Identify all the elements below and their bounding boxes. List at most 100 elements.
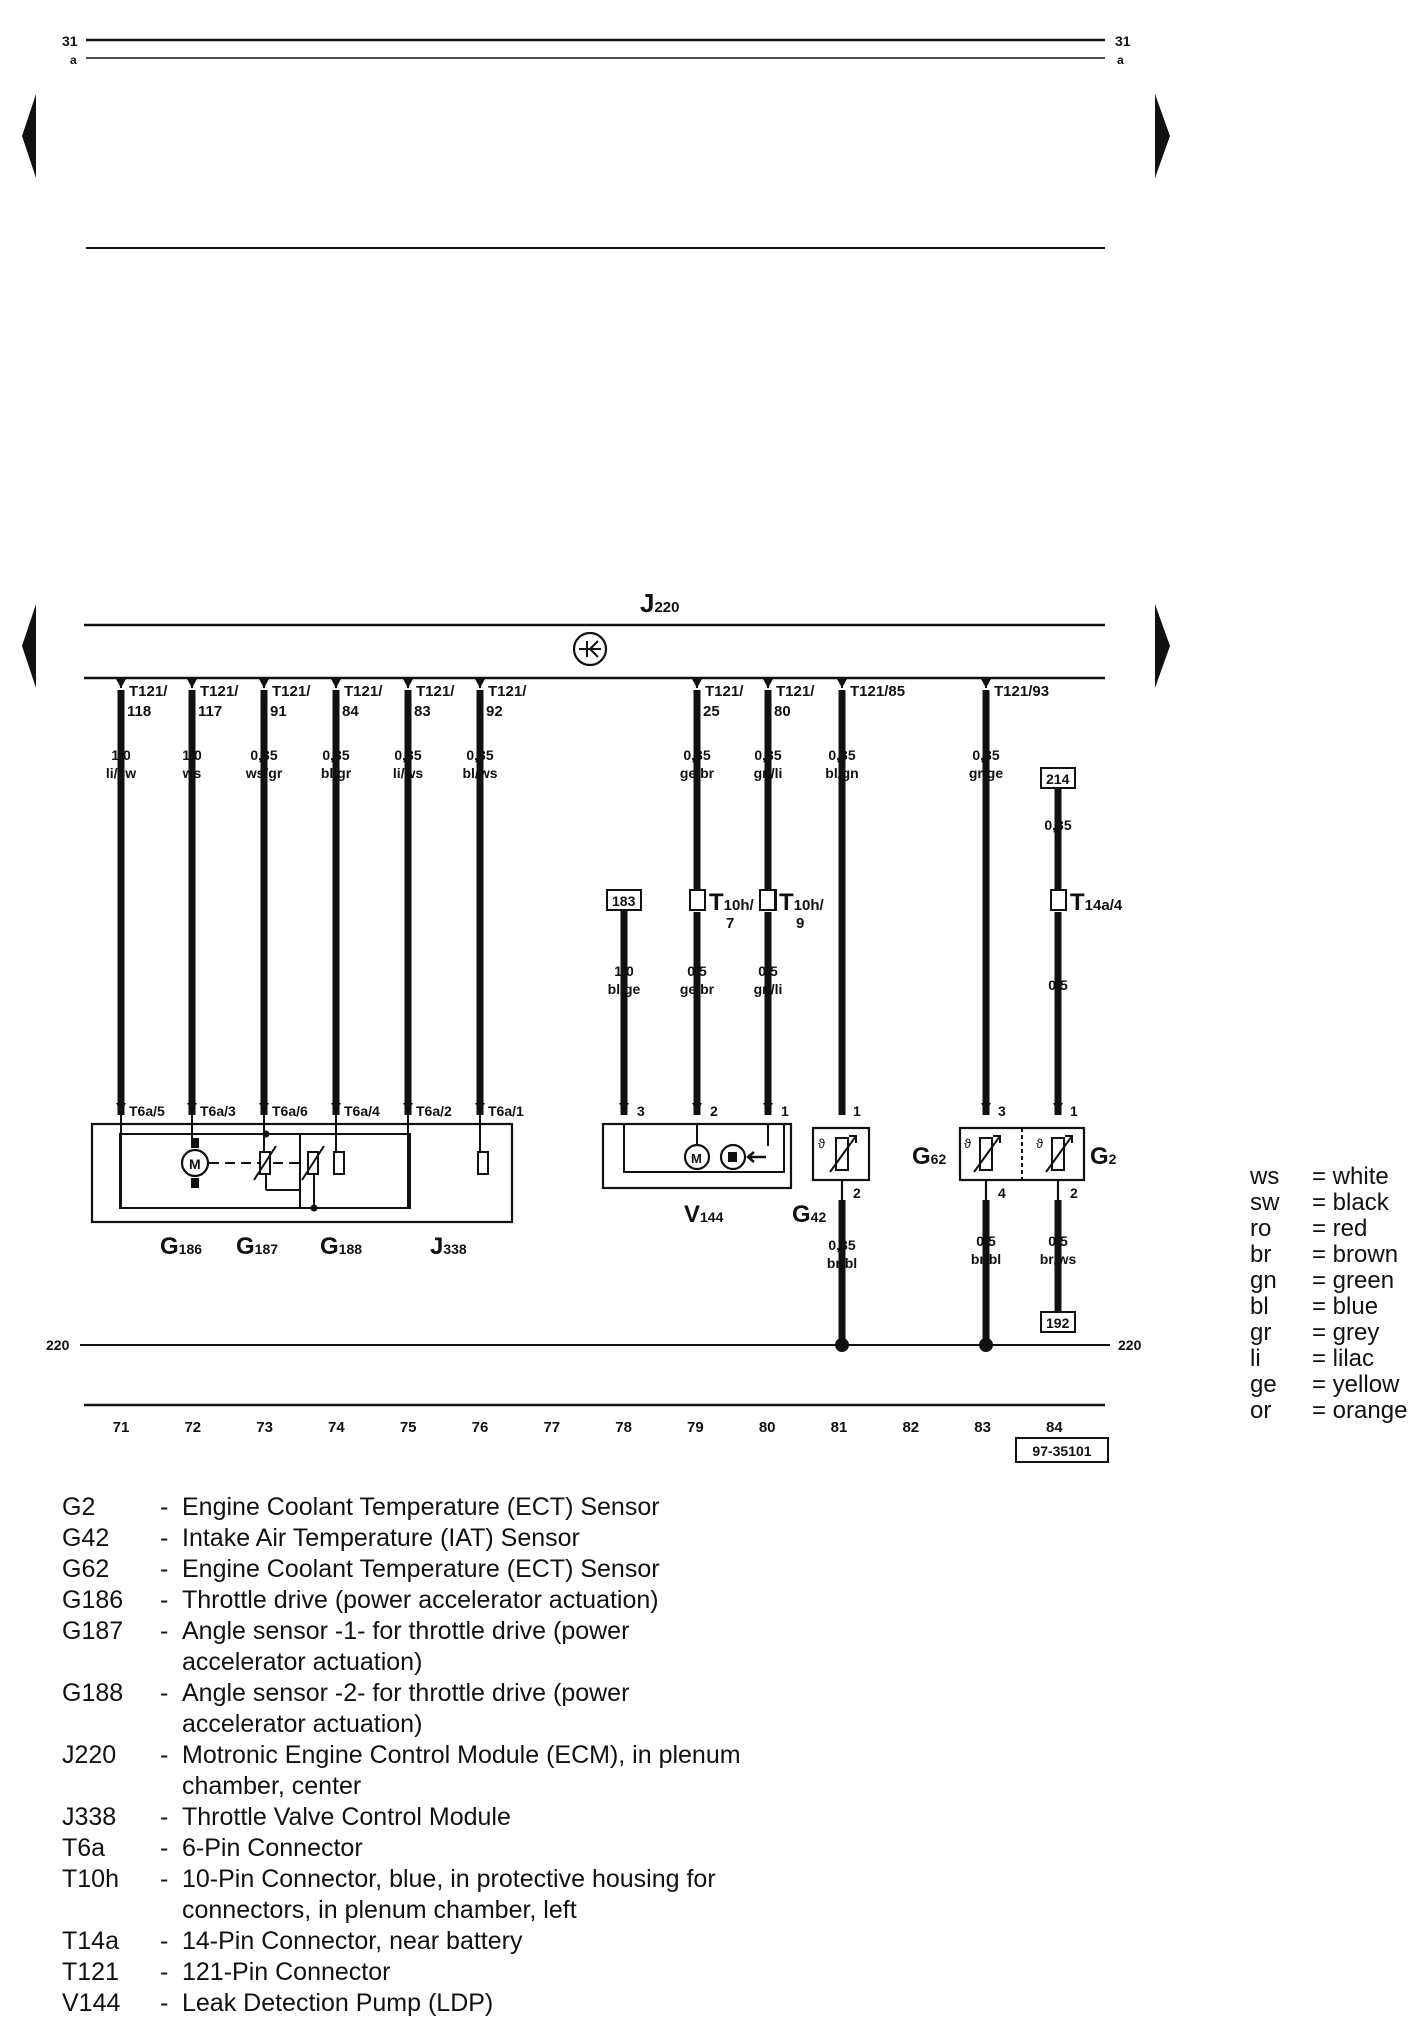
- next-page-arrow-icon[interactable]: [1155, 94, 1170, 178]
- t6a-label: T6a/1: [488, 1103, 524, 1119]
- t10h-9-label: T10h/: [779, 889, 825, 916]
- v144-pin-2: 2: [710, 1103, 718, 1119]
- t6a-pin-3: T6a/6: [259, 1103, 308, 1134]
- pin-label: T121/93: [994, 683, 1049, 700]
- legend-row: J338-Throttle Valve Control Module: [62, 1802, 742, 1833]
- wire-size: 0,35: [466, 747, 493, 763]
- legend-desc: Engine Coolant Temperature (ECT) Sensor: [182, 1555, 660, 1583]
- legend-dash: -: [160, 1989, 169, 2017]
- legend-dash: -: [160, 1586, 169, 1614]
- color-name: = red: [1312, 1215, 1368, 1242]
- wire-color: gn/li: [754, 765, 783, 781]
- t6a-pin-4: T6a/4: [331, 1103, 380, 1134]
- legend-code: T14a: [62, 1927, 119, 1955]
- pin-label: T121/: [200, 683, 239, 700]
- color-key-row: ro= red: [1250, 1216, 1407, 1242]
- previous-section-arrow-icon[interactable]: [22, 604, 36, 688]
- pin-number: 25: [703, 703, 720, 720]
- header-left-num: 31: [62, 33, 78, 49]
- wire-size: 0,35: [972, 747, 999, 763]
- wire-80-lower-color: gn/li: [754, 981, 783, 997]
- ground-line-220: 220 220: [46, 1337, 1142, 1353]
- track-number: 71: [113, 1419, 130, 1436]
- legend-desc: Intake Air Temperature (IAT) Sensor: [182, 1524, 580, 1552]
- legend-dash: -: [160, 1741, 169, 1769]
- legend-dash: -: [160, 1958, 169, 1986]
- color-name: = yellow: [1312, 1371, 1400, 1398]
- legend-row: T121-121-Pin Connector: [62, 1957, 742, 1988]
- g2-pin-2: 2: [1070, 1185, 1078, 1201]
- legend-code: T6a: [62, 1834, 106, 1862]
- t10h-connectors: T10h/ 7 T10h/ 9 0,5 ge/br 0,5 gn/li: [680, 889, 825, 1115]
- g42-pin-2: 2: [853, 1185, 861, 1201]
- ref-214-group: 214 0,35 li T14a/4 0,5 li: [1040, 767, 1123, 1115]
- legend-row: G187-Angle sensor -1- for throttle drive…: [62, 1616, 742, 1678]
- ref-192: 192: [1046, 1315, 1070, 1331]
- wire-color: ws/gr: [245, 765, 283, 781]
- legend-dash: -: [160, 1834, 169, 1862]
- wire-size: 0,35: [754, 747, 781, 763]
- wire-size: 0,35: [394, 747, 421, 763]
- track-number: 78: [615, 1419, 632, 1436]
- legend-row: G42-Intake Air Temperature (IAT) Sensor: [62, 1523, 742, 1554]
- color-abbr: ws: [1250, 1163, 1280, 1190]
- previous-page-arrow-icon[interactable]: [22, 94, 36, 178]
- g2-thermo-symbol-icon: ϑ: [1036, 1136, 1044, 1151]
- color-key-row: sw= black: [1250, 1190, 1407, 1216]
- legend-dash: -: [160, 1927, 169, 1955]
- color-name: = blue: [1312, 1293, 1379, 1320]
- legend-dash: -: [160, 1617, 169, 1645]
- ground-label-left: 220: [46, 1337, 70, 1353]
- track-number: 76: [472, 1419, 489, 1436]
- pin-label: T121/: [488, 683, 527, 700]
- pin-label: T121/: [416, 683, 455, 700]
- g42-out-size: 0,35: [828, 1237, 855, 1253]
- legend-desc: Motronic Engine Control Module (ECM), in…: [182, 1741, 741, 1800]
- g62-pin-3: 3: [998, 1103, 1006, 1119]
- label-v144: V144: [684, 1201, 724, 1228]
- legend-row: T14a -14-Pin Connector, near battery: [62, 1926, 742, 1957]
- next-section-arrow-icon[interactable]: [1155, 604, 1170, 688]
- legend-desc: Engine Coolant Temperature (ECT) Sensor: [182, 1493, 660, 1521]
- t6a-arrow-icon: [116, 1103, 126, 1112]
- legend-desc: Throttle drive (power accelerator actuat…: [182, 1586, 659, 1614]
- header-left-sub: a: [70, 53, 77, 67]
- wire-183-size: 1,0: [614, 963, 634, 979]
- color-key-row: li= lilac: [1250, 1346, 1407, 1372]
- legend-desc: 14-Pin Connector, near battery: [182, 1927, 523, 1955]
- g42-pin-1: 1: [853, 1103, 861, 1119]
- color-key-row: ws= white: [1250, 1164, 1407, 1190]
- wire-color: ge/br: [680, 765, 715, 781]
- g2-pin-1: 1: [1070, 1103, 1078, 1119]
- color-abbr: sw: [1250, 1189, 1280, 1216]
- header-right-sub: a: [1117, 53, 1124, 67]
- legend-desc: Leak Detection Pump (LDP): [182, 1989, 494, 2017]
- track-number: 83: [974, 1419, 991, 1436]
- ref-183: 183: [612, 893, 636, 909]
- color-abbr: ge: [1250, 1371, 1277, 1398]
- legend-code: T10h: [62, 1865, 119, 1893]
- wiring-diagram: 31 a 31 a J220 T121/1181,0li/swT121/1171…: [22, 33, 1170, 1463]
- wire-size: 0,35: [250, 747, 277, 763]
- legend-code: G187: [62, 1617, 124, 1645]
- legend-row: T6a-6-Pin Connector: [62, 1833, 742, 1864]
- t10h-7-label: T10h/: [709, 889, 755, 916]
- track-number: 81: [831, 1419, 848, 1436]
- t6a-arrow-icon: [259, 1103, 269, 1112]
- pin-number: 84: [342, 703, 359, 720]
- track-number: 80: [759, 1419, 776, 1436]
- wire-84-color: li: [1054, 995, 1062, 1011]
- color-name: = grey: [1312, 1319, 1380, 1346]
- t6a-label: T6a/4: [344, 1103, 380, 1119]
- wire-size: 1,0: [111, 747, 131, 763]
- legend-code: G2: [62, 1493, 96, 1521]
- track-number: 74: [328, 1419, 345, 1436]
- ecm-pins: T121/1181,0li/swT121/1171,0wsT121/910,35…: [106, 678, 1049, 1209]
- g2-thermistor-arrow-icon: [1045, 1135, 1073, 1173]
- angle-sensor-1-icon: [253, 1145, 277, 1181]
- legend-code: T121: [62, 1958, 119, 1986]
- motor-symbol-icon: [180, 1148, 210, 1178]
- t6a-label: T6a/2: [416, 1103, 452, 1119]
